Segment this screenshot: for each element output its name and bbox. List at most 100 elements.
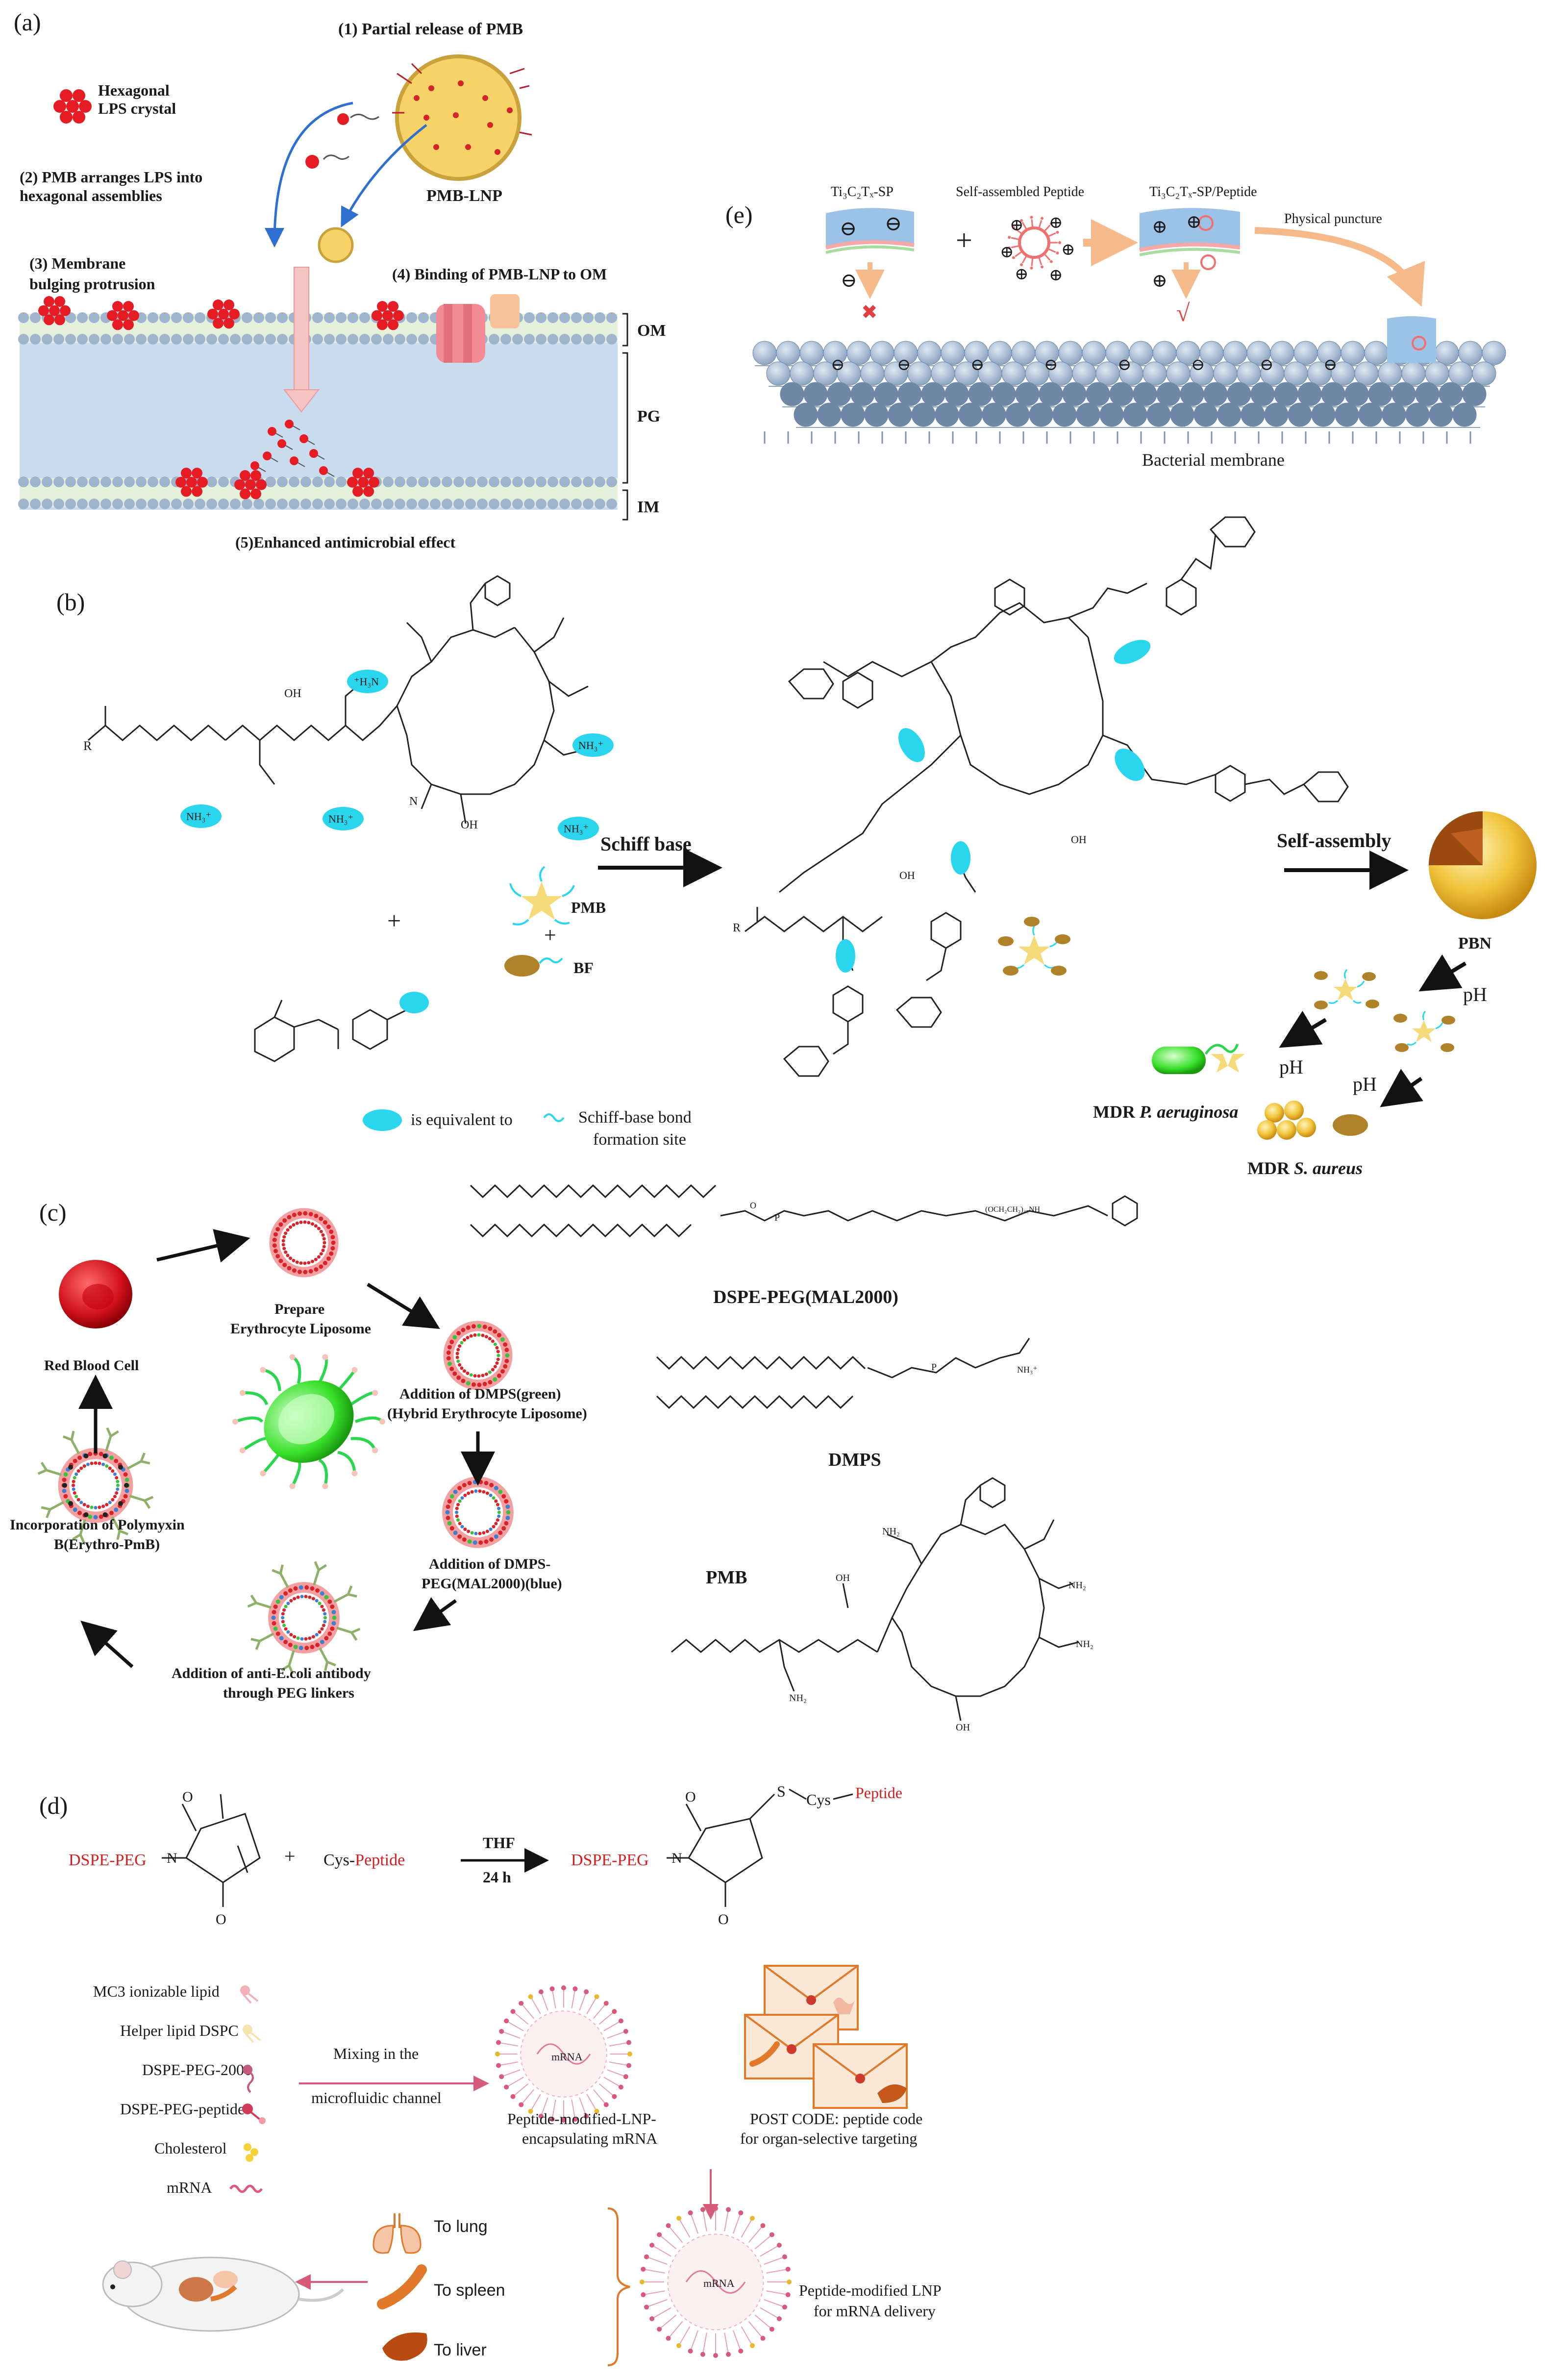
dmps-line2: (Hybrid Erythrocyte Liposome) <box>387 1405 587 1422</box>
pmb-bf-complex-icon <box>998 917 1070 976</box>
im-label: IM <box>637 498 659 516</box>
small-pmb-lnp-icon <box>318 227 354 263</box>
sheet-left-label: Ti₃C₂Tₓ-SP <box>831 184 894 200</box>
step2-line1: (2) PMB arranges LPS into <box>20 168 202 186</box>
pmb-lnp-particle <box>392 54 532 181</box>
legend-equiv: is equivalent to <box>411 1111 513 1129</box>
post-code-line1: POST CODE: peptide code <box>750 2110 922 2128</box>
mdr-p-aeruginosa-label: MDR P. aeruginosa <box>1093 1102 1238 1122</box>
to-spleen: To spleen <box>434 2281 505 2300</box>
panel-a: (a) (1) Partial release of PMB Hexagonal… <box>14 8 666 551</box>
lung-icon <box>833 1997 855 2014</box>
pmb-line1: Incorporation of Polymyxin <box>10 1517 185 1533</box>
blue-arrow-right <box>341 124 427 227</box>
pmb-oh: OH <box>836 1573 850 1583</box>
minus-icon: ⊖ <box>970 356 985 374</box>
legend-cyan-site <box>363 1109 402 1131</box>
plus-charge-icon: ⊕ <box>1049 266 1063 284</box>
bf-label: BF <box>573 959 594 977</box>
amine-left-label: ⁺H₃N <box>354 676 379 688</box>
minus-icon: ⊖ <box>841 269 857 291</box>
component-dspe-peg-peptide: DSPE-PEG-peptide <box>120 2100 245 2118</box>
component-dspc: Helper lipid DSPC <box>120 2022 239 2039</box>
plus-charge-icon: ⊕ <box>1015 265 1029 283</box>
r-group: R <box>733 922 741 934</box>
dspe-p: P <box>774 1212 780 1223</box>
plus-charge-icon: ⊕ <box>1061 241 1075 259</box>
pg-label: PG <box>637 407 660 426</box>
pbn-nanoparticle <box>1429 811 1537 919</box>
legend-line2: LPS crystal <box>98 100 176 117</box>
dspe-o: O <box>750 1201 756 1210</box>
blue-arrow-left <box>265 101 353 248</box>
pmb-lnp-label: PMB-LNP <box>426 187 502 205</box>
panel-e-label: (e) <box>725 201 753 228</box>
ti3c2tx-sp-peptide-sheet <box>1139 208 1241 270</box>
panel-c-label: (c) <box>39 1199 67 1226</box>
lnp-mrna-core: mRNA <box>551 2051 583 2063</box>
s-label: S <box>777 1782 786 1800</box>
cyan-amine-sites <box>180 670 614 840</box>
self-assembled-peptide-icon <box>1008 216 1061 270</box>
bf-icon <box>504 955 563 977</box>
prepare-line1: Prepare <box>274 1301 324 1317</box>
peptide-label: Self-assembled Peptide <box>956 184 1084 200</box>
mouse-icon <box>102 2256 345 2332</box>
bacterial-envelope <box>18 312 618 510</box>
lnp-line1: Peptide-modified-LNP- <box>507 2110 656 2128</box>
legend-site-line1: Schiff-base bond <box>578 1108 692 1127</box>
component-dspe-peg-2000: DSPE-PEG-2000 <box>142 2061 252 2079</box>
plus-sign: + <box>284 1845 296 1867</box>
dmps-label: DMPS <box>828 1450 881 1470</box>
aldehyde-reagent-structure <box>254 1000 407 1062</box>
o-label: O <box>216 1911 226 1928</box>
ph-arrow-1 <box>1418 954 1467 992</box>
envelope-seals <box>749 1995 907 2103</box>
lnp-mrna-core: mRNA <box>703 2277 735 2289</box>
ph-arrow-3 <box>1380 1069 1423 1107</box>
peptide-charges: ⊕ ⊕ ⊕ ⊕ ⊕ ⊕ <box>1000 214 1075 284</box>
released-pmb-icon <box>305 113 379 169</box>
pmb-nh2: NH₂ <box>1068 1580 1086 1591</box>
r-group: R <box>83 739 92 753</box>
minus-icon: ⊖ <box>897 356 911 374</box>
lnp-line2: encapsulating mRNA <box>522 2129 657 2147</box>
minus-icon: ⊖ <box>1323 356 1338 374</box>
dmps-p: P <box>931 1362 937 1373</box>
dmpspeg-line2: PEG(MAL2000)(blue) <box>422 1576 562 1592</box>
post-code-line2: for organ-selective targeting <box>740 2129 917 2147</box>
dspe-peg-label: DSPE-PEG <box>571 1851 649 1869</box>
s-aureus-icon <box>1257 1101 1368 1140</box>
legend-bond-icon <box>543 1113 565 1122</box>
pmb-label-c: PMB <box>706 1567 747 1588</box>
pmb-nh2: NH₂ <box>789 1693 807 1704</box>
maleimide-structure <box>162 1794 261 1907</box>
plus-sign: + <box>544 923 556 947</box>
check-icon: √ <box>1176 299 1190 326</box>
dspe-peg-structure <box>470 1184 1138 1238</box>
prepare-line2: Erythrocyte Liposome <box>230 1321 371 1337</box>
aldehyde-site <box>399 992 429 1013</box>
peg-unit-label: (OCH₂CH₂)₄₅NH <box>985 1205 1041 1214</box>
self-assembly-label: Self-assembly <box>1277 829 1391 852</box>
ph-label: pH <box>1463 983 1487 1005</box>
dmps-nh3: NH₃⁺ <box>1017 1365 1038 1375</box>
delivery-line2: for mRNA delivery <box>814 2302 936 2320</box>
lps-crystals-membrane <box>38 296 404 500</box>
panel-d: (d) O O N DSPE-PEG + Cys-Peptide THF 24 … <box>39 1782 942 2366</box>
om-label: OM <box>637 322 666 340</box>
cys-label: Cys-Peptide <box>323 1851 405 1869</box>
minus-icon: ⊖ <box>1044 356 1058 374</box>
rbc-label: Red Blood Cell <box>44 1357 139 1374</box>
plus-sign: + <box>956 224 972 256</box>
plus-charge-icon: ⊕ <box>1000 243 1014 261</box>
oh-label: OH <box>461 819 478 831</box>
legend-site-line2: formation site <box>593 1130 686 1149</box>
component-mrna: mRNA <box>167 2179 212 2196</box>
erythrocyte-liposome <box>269 1208 339 1278</box>
dmpspeg-line1: Addition of DMPS- <box>429 1556 550 1572</box>
component-icons <box>229 1985 266 2193</box>
peptide-modified-lnp <box>495 1985 632 2123</box>
plus-charge-icon: ⊕ <box>1152 271 1168 291</box>
puncture-arrow <box>1254 227 1425 307</box>
